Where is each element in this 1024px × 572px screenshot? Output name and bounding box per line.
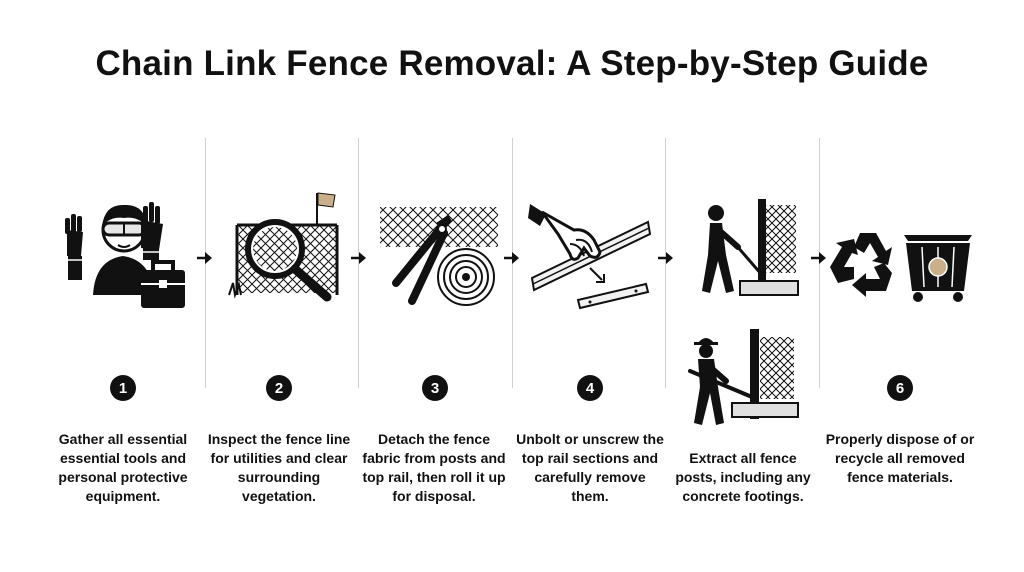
bolt-cutter-roll-icon [380,207,498,306]
step-caption: Gather all essential essential tools and… [58,431,188,504]
step-caption: Inspect the fence line for utilities and… [207,431,351,504]
post-extraction-icon [702,199,799,296]
recycle-dumpster-icon [830,233,972,302]
step-divider [665,138,666,388]
step-caption: Unbolt or unscrew the top rail sections … [516,431,664,504]
page-title: Chain Link Fence Removal: A Step-by-Step… [95,44,929,83]
arrow-right-icon [658,252,673,264]
step-caption: Properly dispose of or recycle all remov… [825,431,975,485]
arrow-right-icon [351,252,366,264]
arrow-right-icon [197,252,212,264]
step-number-badge: 3 [422,375,448,401]
step-caption: Extract all fence posts, including any c… [675,450,811,504]
step-number-badge: 4 [577,375,603,401]
step-number-badge: 1 [110,375,136,401]
step-number-badge: 2 [266,375,292,401]
arrow-right-icon [504,252,519,264]
post-extraction-icon [688,329,799,425]
step-number-badge: 6 [887,375,913,401]
worker-with-gloves-icon [65,202,185,308]
hand-rail-icon [528,204,652,310]
arrow-right-icon [811,252,826,264]
magnifier-fence-icon [228,192,339,302]
step-caption: Detach the fence fabric from posts and t… [362,431,506,504]
step-divider [358,138,359,388]
